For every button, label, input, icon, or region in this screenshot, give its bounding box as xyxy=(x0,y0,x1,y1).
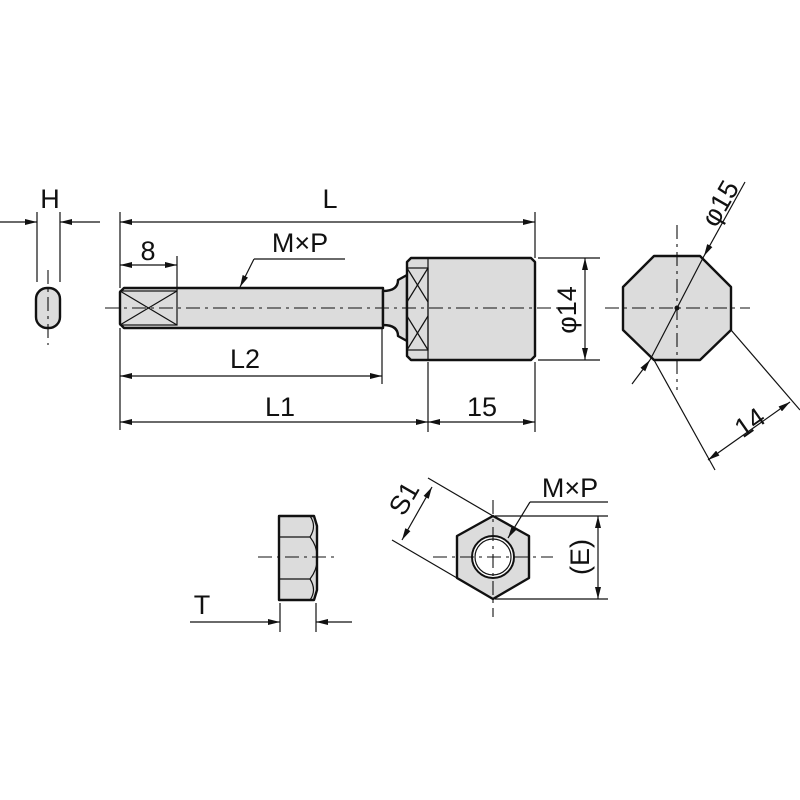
dim-label-phi14: φ14 xyxy=(552,286,582,334)
dim-label-14: 14 xyxy=(729,402,771,444)
nut-side-view xyxy=(190,514,352,632)
end-view-left xyxy=(0,212,100,345)
thread-spec-label: M×P xyxy=(272,228,328,258)
dim-label-t: T xyxy=(194,590,211,620)
dim-label-h: H xyxy=(40,184,60,214)
nut-thread-spec-label: M×P xyxy=(542,473,598,503)
dim-label-l: L xyxy=(322,184,337,214)
end-view-right xyxy=(605,181,800,471)
dim-label-s1: S1 xyxy=(383,477,425,521)
nut-front-view xyxy=(391,477,608,617)
dim-label-phi15: φ15 xyxy=(695,175,745,231)
dim-label-8: 8 xyxy=(140,236,155,266)
dim-label-15: 15 xyxy=(467,392,497,422)
bolt-side-view xyxy=(105,256,560,362)
dim-label-l2: L2 xyxy=(230,344,260,374)
dim-label-l1: L1 xyxy=(265,392,295,422)
dim-label-e: (E) xyxy=(565,539,595,575)
